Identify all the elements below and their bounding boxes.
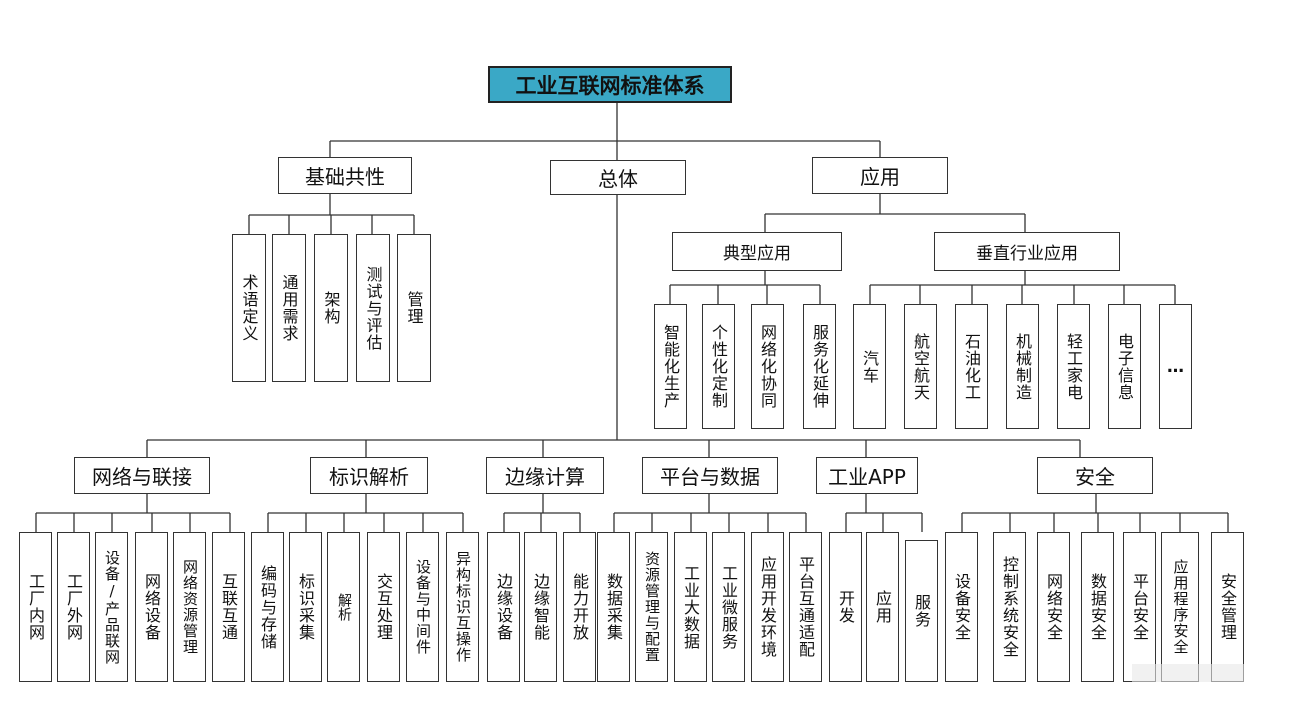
node-identifier-resolution: 标识解析 [310, 457, 428, 494]
leaf-application-security: 应用程序安全 [1161, 532, 1199, 682]
leaf-machinery-manufacturing: 机械制造 [1006, 304, 1039, 429]
leaf-encoding-storage: 编码与存储 [251, 532, 284, 682]
leaf-service-extension: 服务化延伸 [803, 304, 836, 429]
leaf-smart-production: 智能化生产 [654, 304, 687, 429]
leaf-industrial-big-data: 工业大数据 [674, 532, 707, 682]
leaf-interaction-processing: 交互处理 [367, 532, 400, 682]
leaf-capability-opening: 能力开放 [563, 532, 596, 682]
leaf-device-security: 设备安全 [945, 532, 978, 682]
node-general: 总体 [550, 160, 686, 195]
node-typical-application: 典型应用 [672, 232, 842, 271]
leaf-edge-device: 边缘设备 [487, 532, 520, 682]
leaf-factory-external-network: 工厂外网 [57, 532, 90, 682]
node-security: 安全 [1037, 457, 1153, 494]
leaf-data-security: 数据安全 [1081, 532, 1114, 682]
node-application: 应用 [812, 157, 948, 194]
leaf-automotive: 汽车 [853, 304, 886, 429]
leaf-control-system-security: 控制系统安全 [993, 532, 1026, 682]
leaf-electronic-information: 电子信息 [1108, 304, 1141, 429]
leaf-edge-intelligence: 边缘智能 [524, 532, 557, 682]
leaf-network-resource-management: 网络资源管理 [173, 532, 206, 682]
node-vertical-industry-application: 垂直行业应用 [934, 232, 1120, 271]
node-network-connection: 网络与联接 [74, 457, 210, 494]
leaf-management: 管理 [397, 234, 431, 382]
leaf-petrochemical: 石油化工 [955, 304, 988, 429]
leaf-identifier-collection: 标识采集 [289, 532, 322, 682]
leaf-platform-interop-adaptation: 平台互通适配 [789, 532, 822, 682]
root-node: 工业互联网标准体系 [488, 66, 732, 103]
node-platform-data: 平台与数据 [642, 457, 778, 494]
leaf-factory-intranet: 工厂内网 [19, 532, 52, 682]
leaf-device-product-networking: 设备/产品联网 [95, 532, 128, 682]
leaf-network-security: 网络安全 [1037, 532, 1070, 682]
leaf-aerospace: 航空航天 [904, 304, 937, 429]
leaf-device-middleware: 设备与中间件 [406, 532, 439, 682]
watermark-patch [1132, 664, 1244, 682]
leaf-architecture: 架构 [314, 234, 348, 382]
leaf-app-dev-environment: 应用开发环境 [751, 532, 784, 682]
leaf-resource-management-config: 资源管理与配置 [635, 532, 668, 682]
leaf-development: 开发 [829, 532, 862, 682]
leaf-service: 服务 [905, 540, 938, 682]
leaf-resolution: 解析 [327, 532, 360, 682]
leaf-general-requirements: 通用需求 [272, 234, 306, 382]
leaf-interconnection: 互联互通 [212, 532, 245, 682]
leaf-more-ellipsis: … [1159, 304, 1192, 429]
leaf-terminology: 术语定义 [232, 234, 266, 382]
leaf-data-collection: 数据采集 [597, 532, 630, 682]
leaf-networked-collaboration: 网络化协同 [751, 304, 784, 429]
leaf-testing-evaluation: 测试与评估 [356, 234, 390, 382]
leaf-heterogeneous-identifier-interop: 异构标识互操作 [446, 532, 479, 682]
node-industrial-app: 工业APP [816, 457, 918, 494]
leaf-application: 应用 [866, 532, 899, 682]
leaf-network-equipment: 网络设备 [135, 532, 168, 682]
leaf-platform-security: 平台安全 [1123, 532, 1156, 682]
node-basic-common: 基础共性 [278, 157, 412, 194]
leaf-security-management: 安全管理 [1211, 532, 1244, 682]
leaf-personalized-customization: 个性化定制 [702, 304, 735, 429]
node-edge-computing: 边缘计算 [486, 457, 604, 494]
leaf-industrial-microservices: 工业微服务 [712, 532, 745, 682]
leaf-home-appliances: 轻工家电 [1057, 304, 1090, 429]
